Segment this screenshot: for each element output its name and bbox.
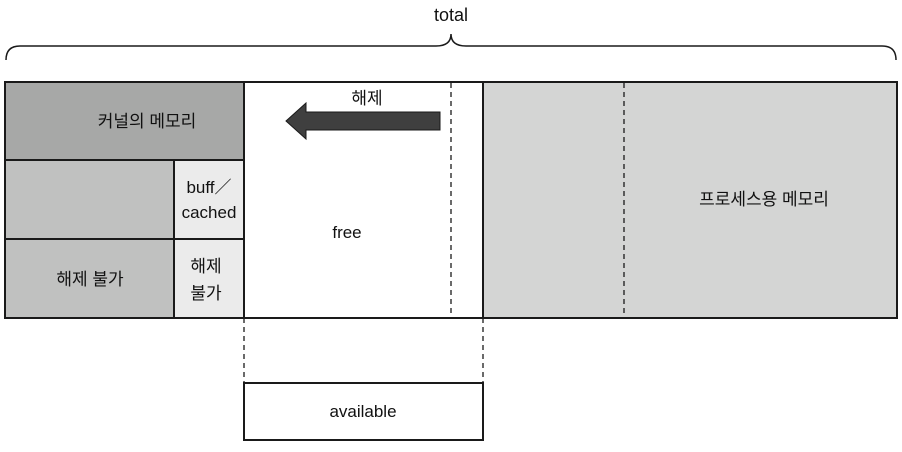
not-releasable-block [4,238,175,319]
buff-cached-label-line2: cached [182,203,237,222]
release-small-label-line1: 해제 [190,257,221,276]
not-releasable-small-block [173,238,245,319]
total-label: total [434,5,468,25]
left-arrow-icon [285,101,441,141]
available-block [243,382,484,441]
release-small-label-line2: 불가 [190,284,222,303]
release-arrow-label: 해제 [351,89,382,108]
available-label: available [329,402,396,421]
buff-cached-block [173,159,245,240]
curly-brace-icon [5,33,897,61]
kernel-memory-label: 커널의 메모리 [98,112,197,131]
free-label: free [332,223,361,242]
process-memory-label: 프로세스용 메모리 [699,190,829,209]
buff-cached-label-line1: buff／ [186,178,231,197]
kernel-cache-block [4,159,175,240]
process-memory-block [482,81,898,319]
not-releasable-label: 해제 불가 [56,270,124,289]
kernel-memory-block [4,81,245,161]
